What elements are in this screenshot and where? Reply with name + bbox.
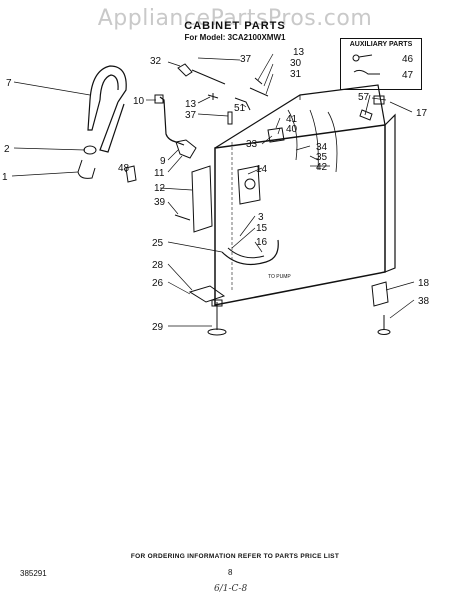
- callout-10: 10: [133, 96, 145, 107]
- callout-30: 30: [290, 58, 302, 69]
- callout-33: 33: [246, 139, 258, 150]
- callout-39: 39: [154, 197, 166, 208]
- leveling-leg-icon: [207, 299, 227, 336]
- part-30-icon: [249, 77, 269, 97]
- leader-lines: [11, 53, 415, 327]
- callout-11: 11: [154, 168, 165, 179]
- rear-leg-icon: [377, 315, 391, 335]
- callout-12: 12: [154, 183, 166, 194]
- callout-35: 35: [316, 152, 328, 163]
- aux-callout-46: 46: [402, 54, 414, 65]
- screw-39-icon: [174, 214, 191, 221]
- callout-3: 3: [258, 212, 264, 223]
- callout-18: 18: [418, 278, 430, 289]
- aux-part-47-icon: [353, 69, 380, 75]
- to-pump-label: TO PUMP: [268, 274, 291, 280]
- callout-16: 16: [256, 237, 268, 248]
- part-51-icon: [234, 97, 251, 111]
- pump-hose-icon: [221, 239, 279, 265]
- callout-15: 15: [256, 223, 268, 234]
- auxiliary-parts-box: AUXILIARY PARTS: [340, 38, 422, 90]
- callout-1: 1: [2, 172, 8, 183]
- rear-bracket-icon: [371, 281, 389, 307]
- callout-13-left: 13: [185, 99, 197, 110]
- model-subtitle: For Model: 3CA2100XMW1: [184, 33, 286, 42]
- part-13-icon: [207, 93, 219, 100]
- callout-34: 34: [316, 142, 328, 153]
- callout-29: 29: [152, 322, 164, 333]
- bracket-icon: [191, 165, 213, 233]
- callout-51: 51: [234, 103, 246, 114]
- callout-labels: 7 2 1 32 37 13 30 31 13 37 51 10 57 17 4…: [2, 47, 430, 333]
- part-37-icon: [227, 111, 233, 125]
- part-17-icon: [373, 95, 385, 105]
- aux-part-46-icon: [352, 54, 373, 62]
- wire-harness-icon: [287, 109, 338, 173]
- watermark: AppliancePartsPros.com: [97, 6, 373, 31]
- auxiliary-parts-title: AUXILIARY PARTS: [349, 41, 413, 48]
- callout-41: 41: [286, 114, 298, 125]
- cabinet-front: [214, 124, 386, 306]
- callout-26: 26: [152, 278, 164, 289]
- leveling-bracket-icon: [188, 285, 226, 303]
- cabinet-side: [384, 113, 396, 273]
- ordering-info-footer: FOR ORDERING INFORMATION REFER TO PARTS …: [130, 553, 340, 560]
- hose-coupling-icon: [83, 145, 97, 155]
- callout-42: 42: [316, 162, 328, 173]
- callout-40: 40: [286, 124, 298, 135]
- callout-17: 17: [416, 108, 428, 119]
- callout-37-left: 37: [185, 110, 197, 121]
- handwritten-note: 6/1-C-8: [214, 584, 248, 594]
- page-number: 8: [228, 568, 233, 577]
- callout-28: 28: [152, 260, 164, 271]
- cabinet-top: [214, 84, 386, 149]
- page-title: CABINET PARTS: [184, 20, 286, 32]
- inlet-valve-icon: [175, 139, 197, 159]
- hose-elbow-icon: [77, 159, 96, 179]
- part-57-icon: [359, 109, 373, 121]
- callout-13-top: 13: [293, 47, 305, 58]
- clip-icon: [125, 165, 137, 183]
- aux-callout-47: 47: [402, 70, 414, 81]
- callout-31: 31: [290, 69, 302, 80]
- callout-2: 2: [4, 144, 10, 155]
- callout-57: 57: [358, 92, 370, 103]
- part-32-icon: [177, 63, 226, 85]
- callout-37-top: 37: [240, 54, 252, 65]
- callout-38: 38: [418, 296, 430, 307]
- fill-pipe-icon: [159, 96, 185, 146]
- timer-icon: [237, 165, 261, 205]
- callout-48: 48: [118, 163, 130, 174]
- callout-32: 32: [150, 56, 162, 67]
- callout-7: 7: [6, 78, 12, 89]
- drain-hose-icon: [87, 65, 127, 153]
- document-number: 385291: [20, 569, 47, 578]
- callout-9: 9: [160, 156, 166, 167]
- callout-25: 25: [152, 238, 164, 249]
- callout-14: 14: [256, 164, 268, 175]
